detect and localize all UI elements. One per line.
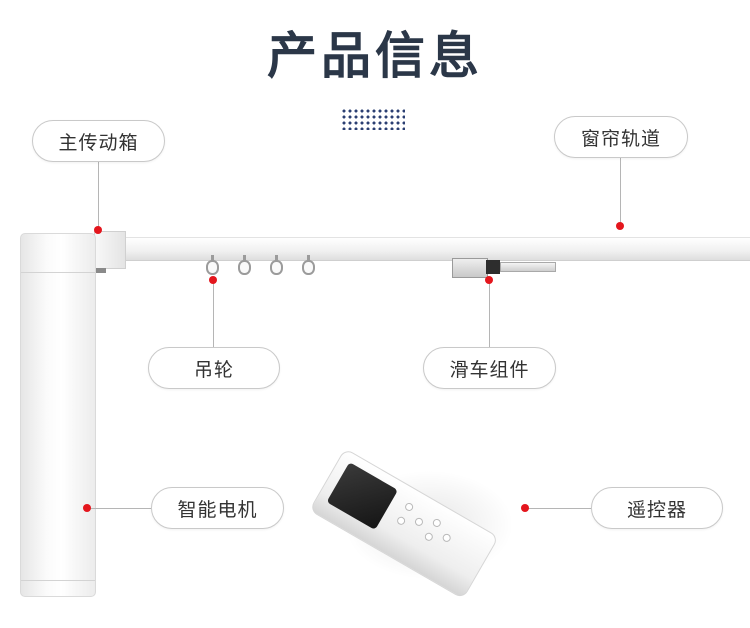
hook-roller-icon: [270, 260, 283, 275]
remote-button: [431, 517, 442, 528]
label-slider: 滑车组件: [423, 347, 556, 389]
smart-motor-body: [20, 233, 96, 597]
remote-button: [423, 531, 434, 542]
label-track: 窗帘轨道: [554, 116, 688, 158]
remote-button: [396, 515, 407, 526]
callout-line-hooks: [213, 280, 214, 347]
slider-carriage: [452, 258, 488, 278]
marker-dot-track: [616, 222, 624, 230]
page-title: 产品信息: [0, 16, 750, 88]
marker-dot-motor: [83, 504, 91, 512]
remote-button: [441, 532, 452, 543]
marker-dot-hooks: [209, 276, 217, 284]
marker-dot-gearbox: [94, 226, 102, 234]
remote-button: [404, 501, 415, 512]
slider-carriage-block: [486, 260, 500, 274]
hook-roller-icon: [302, 260, 315, 275]
callout-line-remote: [525, 508, 591, 509]
label-remote: 遥控器: [591, 487, 723, 529]
hook-roller-icon: [206, 260, 219, 275]
marker-dot-slider: [485, 276, 493, 284]
motor-seam: [21, 272, 95, 273]
remote-button: [414, 516, 425, 527]
hook-roller-icon: [238, 260, 251, 275]
marker-dot-remote: [521, 504, 529, 512]
label-gearbox: 主传动箱: [32, 120, 165, 162]
slider-carriage-plate: [500, 262, 556, 272]
callout-line-track: [620, 158, 621, 226]
callout-line-motor: [87, 508, 151, 509]
callout-line-gearbox: [98, 162, 99, 230]
gearbox-housing: [94, 231, 126, 269]
label-hooks: 吊轮: [148, 347, 280, 389]
curtain-track: [100, 237, 750, 261]
motor-base-seam: [21, 580, 95, 581]
callout-line-slider: [489, 280, 490, 347]
gearbox-bracket: [96, 268, 106, 273]
remote-screen: [327, 462, 398, 530]
decorative-dots-pattern: [341, 108, 405, 130]
label-motor: 智能电机: [151, 487, 284, 529]
